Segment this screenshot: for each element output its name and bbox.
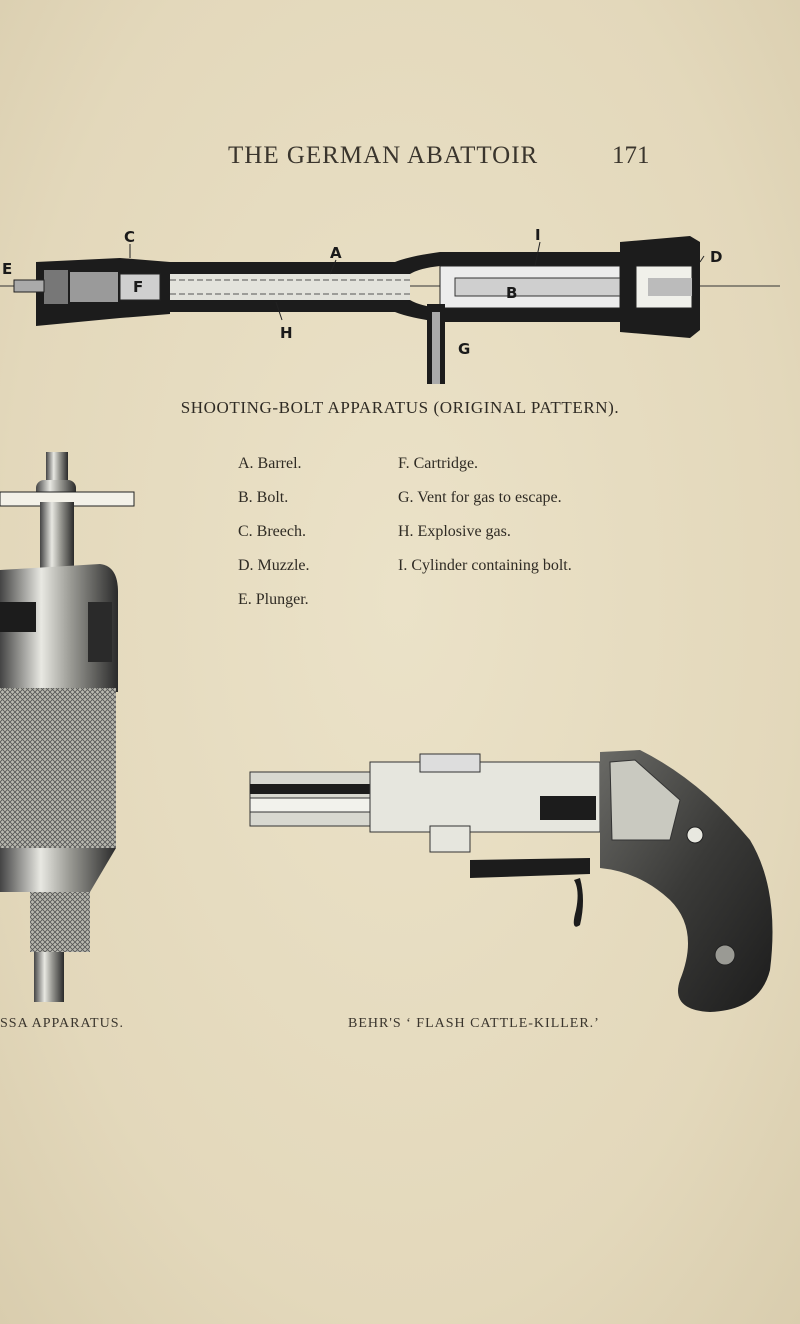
legend-item: F. Cartridge. bbox=[398, 455, 479, 472]
label-i: I bbox=[535, 226, 541, 244]
right-figure-caption: BEHR'S ‘ FLASH CATTLE-KILLER.’ bbox=[348, 1016, 600, 1031]
legend-item: B. Bolt. bbox=[238, 489, 289, 506]
left-figure-caption: SSA APPARATUS. bbox=[0, 1016, 124, 1031]
label-a: A bbox=[330, 244, 342, 262]
label-h: H bbox=[280, 324, 293, 342]
legend-item: D. Muzzle. bbox=[238, 557, 310, 574]
bolt-apparatus-illustration bbox=[0, 452, 135, 1002]
label-f: F bbox=[133, 278, 143, 296]
legend-right-column: F. Cartridge. G. Vent for gas to escape.… bbox=[398, 453, 572, 589]
label-b: B bbox=[506, 284, 517, 302]
legend-item: E. Plunger. bbox=[238, 591, 309, 608]
running-header: THE GERMAN ABATTOIR 171 bbox=[0, 142, 800, 178]
cattle-killer-illustration bbox=[249, 750, 773, 1012]
legend-item: A. Barrel. bbox=[238, 455, 302, 472]
label-c: C bbox=[124, 228, 135, 246]
label-e: E bbox=[2, 260, 12, 278]
legend-left-column: A. Barrel. B. Bolt. C. Breech. D. Muzzle… bbox=[238, 453, 310, 623]
shooting-bolt-diagram: C A I D E F B H G bbox=[0, 226, 780, 384]
page-header-title: THE GERMAN ABATTOIR bbox=[228, 142, 539, 169]
legend-item: H. Explosive gas. bbox=[398, 523, 511, 540]
legend-item: C. Breech. bbox=[238, 523, 306, 540]
legend-item: G. Vent for gas to escape. bbox=[398, 489, 562, 506]
label-g: G bbox=[458, 340, 470, 358]
page-number: 171 bbox=[612, 142, 650, 169]
label-d: D bbox=[710, 248, 722, 266]
legend-item: I. Cylinder containing bolt. bbox=[398, 557, 572, 574]
figure1-caption: SHOOTING-BOLT APPARATUS (ORIGINAL PATTER… bbox=[180, 398, 620, 417]
